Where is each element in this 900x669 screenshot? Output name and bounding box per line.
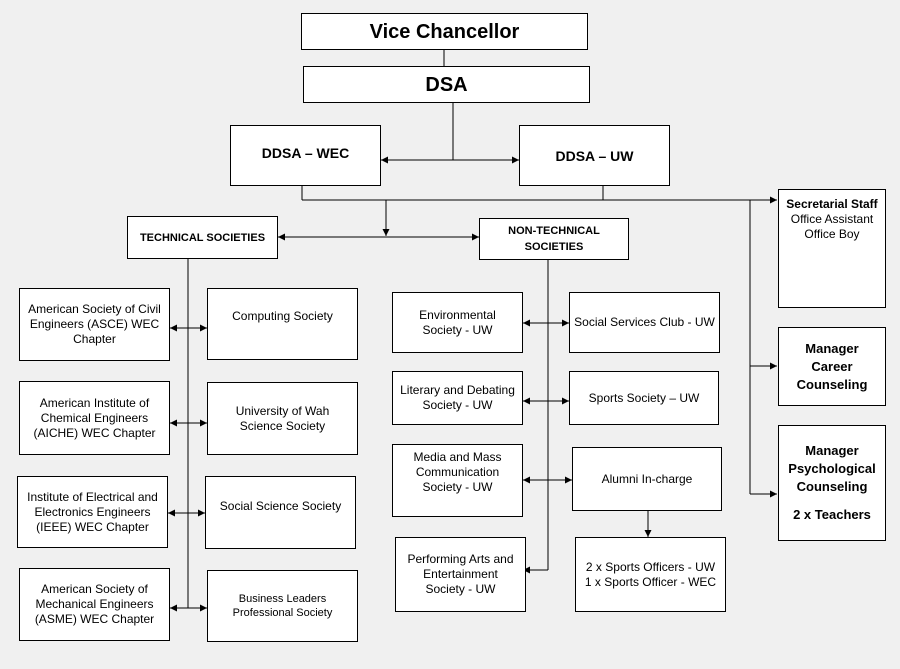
non-technical-label-line1: NON-TECHNICAL <box>508 225 600 237</box>
manager-psych-line: Manager <box>805 443 859 458</box>
vice-chancellor-box: Vice Chancellor <box>301 13 588 50</box>
asme-box: American Society of Mechanical Engineers… <box>19 568 170 641</box>
society-line: Social Science Society <box>219 499 342 513</box>
society-line: Society - UW <box>422 480 493 494</box>
society-line: Social Services Club - UW <box>574 315 715 329</box>
secretarial-title: Secretarial Staff <box>786 197 878 211</box>
manager-career-line: Counseling <box>796 376 868 392</box>
secretarial-line: Office Boy <box>804 227 860 241</box>
society-line: Literary and Debating <box>400 383 515 397</box>
sports-officers-box: 2 x Sports Officers - UW 1 x Sports Offi… <box>575 537 726 612</box>
society-line: Society - UW <box>422 322 493 337</box>
officers-line: 1 x Sports Officer - WEC <box>584 574 717 589</box>
technical-societies-box: TECHNICAL SOCIETIES <box>127 216 278 259</box>
asce-box: American Society of Civil Engineers (ASC… <box>19 288 170 361</box>
society-line: (AICHE) WEC Chapter <box>33 425 156 440</box>
ieee-box: Institute of Electrical and Electronics … <box>17 476 168 548</box>
alumni-incharge-box: Alumni In-charge <box>572 447 722 511</box>
manager-psych-box: Manager Psychological Counseling 2 x Tea… <box>778 425 886 541</box>
social-services-club-box: Social Services Club - UW <box>569 292 720 353</box>
business-leaders-box: Business Leaders Professional Society <box>207 570 358 642</box>
secretarial-staff-box: Secretarial Staff Office Assistant Offic… <box>778 189 886 308</box>
society-line: Engineers (ASCE) WEC <box>29 317 160 331</box>
ddsa-uw-box: DDSA – UW <box>519 125 670 186</box>
society-line: Electronics Engineers <box>34 504 151 519</box>
society-line: Sports Society – UW <box>588 390 700 405</box>
society-line: Professional Society <box>232 607 333 619</box>
officers-line: 2 x Sports Officers - UW <box>585 559 716 574</box>
vice-chancellor-label: Vice Chancellor <box>369 20 520 43</box>
society-line: American Society of <box>41 582 148 596</box>
secretarial-line: Office Assistant <box>790 212 874 226</box>
society-line: (ASME) WEC Chapter <box>34 612 155 626</box>
aiche-box: American Institute of Chemical Engineers… <box>19 381 170 455</box>
manager-career-box: Manager Career Counseling <box>778 327 886 406</box>
society-line: Chapter <box>73 332 116 346</box>
manager-psych-line: Psychological <box>788 461 876 476</box>
society-line: Institute of Electrical and <box>27 489 158 504</box>
society-line: Science Society <box>239 418 326 433</box>
society-line: Business Leaders <box>238 593 327 605</box>
society-line: Media and Mass <box>413 450 502 464</box>
manager-career-line: Career <box>811 358 853 374</box>
ddsa-wec-label: DDSA – WEC <box>261 145 350 161</box>
society-line: Environmental <box>419 307 496 322</box>
technical-societies-label: TECHNICAL SOCIETIES <box>139 231 266 244</box>
society-line: Communication <box>415 465 500 479</box>
society-line: Society - UW <box>425 582 496 596</box>
society-line: Computing Society <box>232 309 333 323</box>
society-line: Mechanical Engineers <box>35 597 154 611</box>
dsa-label: DSA <box>425 73 468 96</box>
dsa-box: DSA <box>303 66 590 103</box>
society-line: Society - UW <box>422 398 493 412</box>
non-technical-label-line2: SOCIETIES <box>524 241 584 253</box>
non-technical-societies-box: NON-TECHNICAL SOCIETIES <box>479 218 629 260</box>
society-line: (IEEE) WEC Chapter <box>36 519 149 534</box>
society-line: Alumni In-charge <box>601 471 693 486</box>
ddsa-uw-label: DDSA – UW <box>555 147 634 164</box>
environmental-society-box: Environmental Society - UW <box>392 292 523 353</box>
teachers-label: 2 x Teachers <box>793 507 871 522</box>
literary-debating-box: Literary and Debating Society - UW <box>392 371 523 425</box>
society-line: Chemical Engineers <box>40 410 149 425</box>
ddsa-wec-box: DDSA – WEC <box>230 125 381 186</box>
performing-arts-box: Performing Arts and Entertainment Societ… <box>395 537 526 612</box>
uow-science-society-box: University of Wah Science Society <box>207 382 358 455</box>
manager-career-line: Manager <box>805 340 859 356</box>
manager-psych-line: Counseling <box>796 479 868 494</box>
sports-society-box: Sports Society – UW <box>569 371 719 425</box>
society-line: Performing Arts and <box>407 552 514 566</box>
society-line: American Society of Civil <box>28 302 161 316</box>
computing-society-box: Computing Society <box>207 288 358 360</box>
society-line: Entertainment <box>423 567 498 581</box>
media-mass-comm-box: Media and Mass Communication Society - U… <box>392 444 523 517</box>
society-line: University of Wah <box>235 403 330 418</box>
society-line: American Institute of <box>39 395 150 410</box>
social-science-society-box: Social Science Society <box>205 476 356 549</box>
